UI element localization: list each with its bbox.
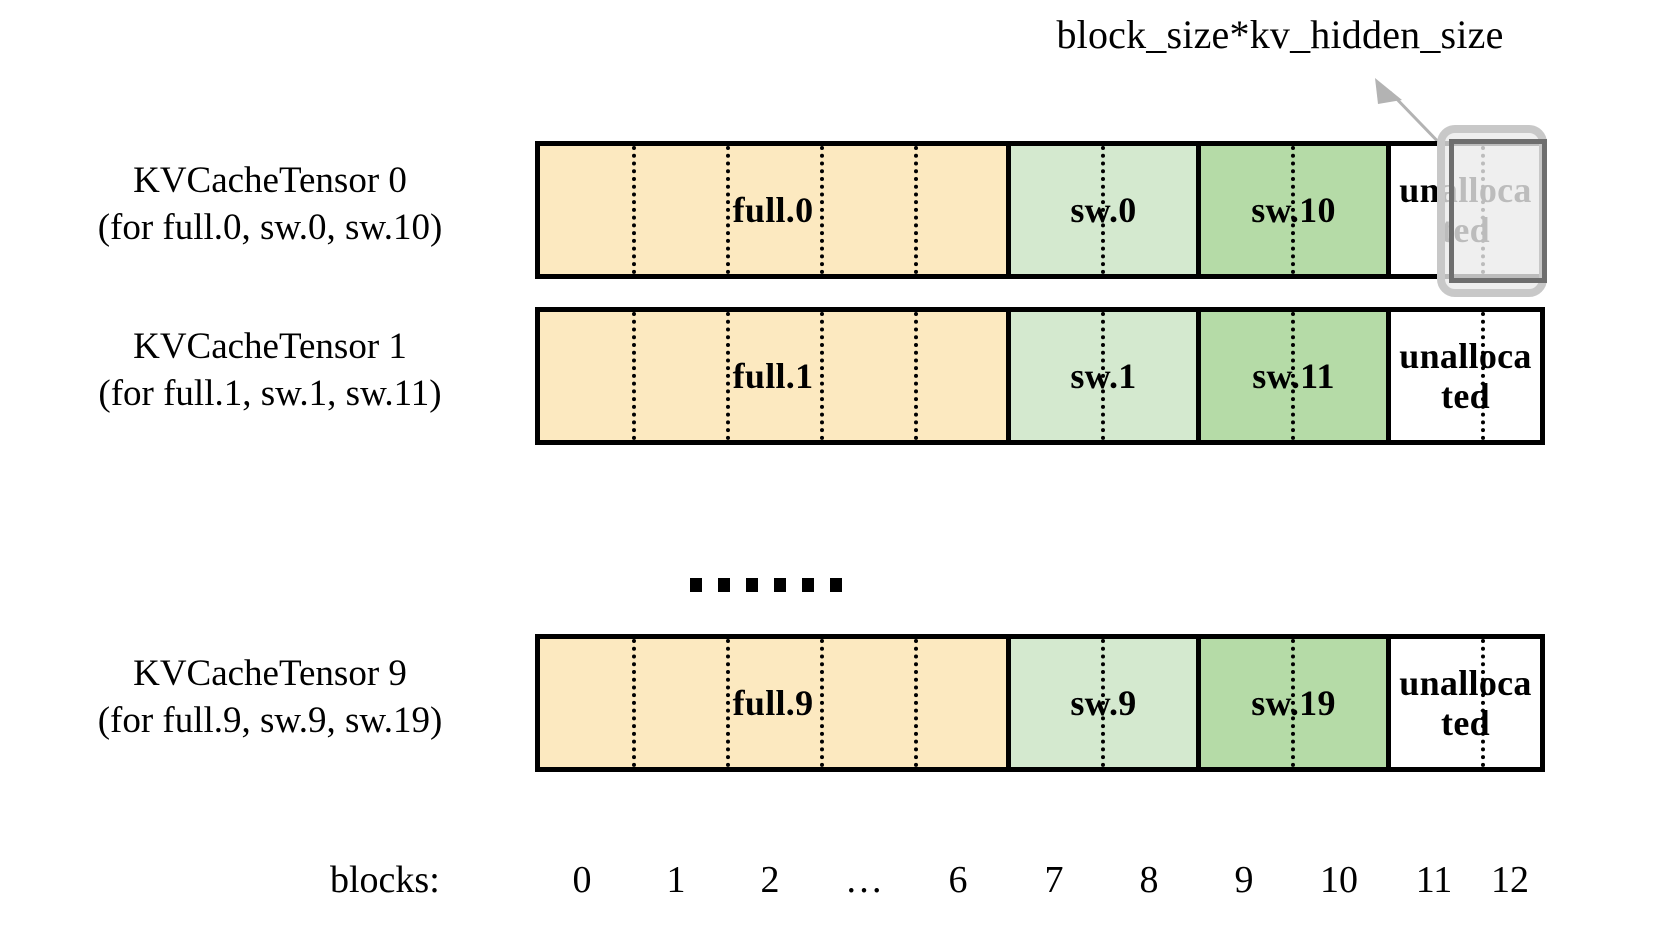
block-divider — [726, 639, 730, 767]
block-divider — [914, 639, 918, 767]
block-divider — [1101, 146, 1105, 274]
segment-unallocated-0[interactable]: unalloca ted — [1386, 146, 1540, 274]
tensor-bar-1[interactable]: full.1 sw.1 sw.11 unalloca ted — [535, 307, 1545, 445]
block-divider — [1481, 639, 1485, 767]
axis-tick-7: 7 — [1044, 859, 1064, 901]
block-divider — [726, 146, 730, 274]
axis-tick-12: 12 — [1491, 859, 1529, 901]
segment-label: unalloca ted — [1399, 662, 1532, 743]
segment-full-1[interactable]: full.1 — [540, 312, 1006, 440]
segment-full-9[interactable]: full.9 — [540, 639, 1006, 767]
block-divider — [632, 639, 636, 767]
ellipsis-dot — [746, 578, 758, 592]
block-divider — [820, 639, 824, 767]
row-label-9-line2: (for full.9, sw.9, sw.19) — [97, 700, 443, 742]
segment-sw-light-9[interactable]: sw.9 — [1006, 639, 1196, 767]
ellipsis-dot — [690, 578, 702, 592]
block-divider — [1101, 639, 1105, 767]
axis-tick-ellipsis: … — [845, 859, 883, 901]
axis-tick-2: 2 — [760, 859, 780, 901]
row-label-1: KVCacheTensor 1 (for full.1, sw.1, sw.11… — [20, 323, 520, 418]
segment-label: unalloca ted — [1399, 335, 1532, 416]
axis-caption: blocks: — [330, 859, 440, 901]
segment-full-0[interactable]: full.0 — [540, 146, 1006, 274]
ellipsis-dot — [830, 578, 842, 592]
block-divider — [726, 312, 730, 440]
ellipsis-dot — [774, 578, 786, 592]
row-label-0-line2: (for full.0, sw.0, sw.10) — [97, 207, 443, 249]
segment-label: full.0 — [732, 189, 814, 230]
block-divider — [632, 146, 636, 274]
row-label-0-line1: KVCacheTensor 0 — [133, 160, 407, 201]
tensor-bar-9[interactable]: full.9 sw.9 sw.19 unalloca ted — [535, 634, 1545, 772]
block-divider — [820, 312, 824, 440]
block-divider — [1291, 312, 1295, 440]
segment-sw-dark-0[interactable]: sw.10 — [1196, 146, 1386, 274]
segment-sw-light-0[interactable]: sw.0 — [1006, 146, 1196, 274]
segment-label: full.9 — [732, 682, 814, 723]
block-divider — [1291, 146, 1295, 274]
segment-sw-dark-9[interactable]: sw.19 — [1196, 639, 1386, 767]
axis-tick-10: 10 — [1320, 859, 1358, 901]
segment-unallocated-1[interactable]: unalloca ted — [1386, 312, 1540, 440]
segment-unallocated-9[interactable]: unalloca ted — [1386, 639, 1540, 767]
block-divider — [632, 312, 636, 440]
ellipsis-dot — [802, 578, 814, 592]
block-divider — [1291, 639, 1295, 767]
block-divider — [914, 312, 918, 440]
segment-sw-light-1[interactable]: sw.1 — [1006, 312, 1196, 440]
row-label-9-line1: KVCacheTensor 9 — [133, 653, 407, 694]
ellipsis-dot — [718, 578, 730, 592]
block-divider — [1101, 312, 1105, 440]
block-divider — [914, 146, 918, 274]
axis-tick-6: 6 — [948, 859, 968, 901]
axis-tick-0: 0 — [572, 859, 592, 901]
axis-tick-9: 9 — [1234, 859, 1254, 901]
tensor-bar-0[interactable]: full.0 sw.0 sw.10 unalloca ted — [535, 141, 1545, 279]
axis-tick-8: 8 — [1139, 859, 1159, 901]
axis-block-numbers: 0 1 2 … 6 7 8 9 10 11 12 — [535, 858, 1545, 908]
row-label-0: KVCacheTensor 0 (for full.0, sw.0, sw.10… — [20, 157, 520, 252]
segment-sw-dark-1[interactable]: sw.11 — [1196, 312, 1386, 440]
block-divider — [1481, 146, 1485, 274]
annotation-label: block_size*kv_hidden_size — [1056, 12, 1504, 57]
segment-label: full.1 — [732, 355, 814, 396]
block-divider — [1481, 312, 1485, 440]
row-label-9: KVCacheTensor 9 (for full.9, sw.9, sw.19… — [20, 650, 520, 745]
row-label-1-line2: (for full.1, sw.1, sw.11) — [98, 373, 442, 415]
row-label-1-line1: KVCacheTensor 1 — [133, 326, 407, 367]
vertical-continuation-ellipsis — [690, 578, 842, 592]
axis-tick-11: 11 — [1415, 859, 1453, 901]
segment-label: unalloca ted — [1399, 169, 1532, 250]
block-divider — [820, 146, 824, 274]
axis-tick-1: 1 — [666, 859, 686, 901]
